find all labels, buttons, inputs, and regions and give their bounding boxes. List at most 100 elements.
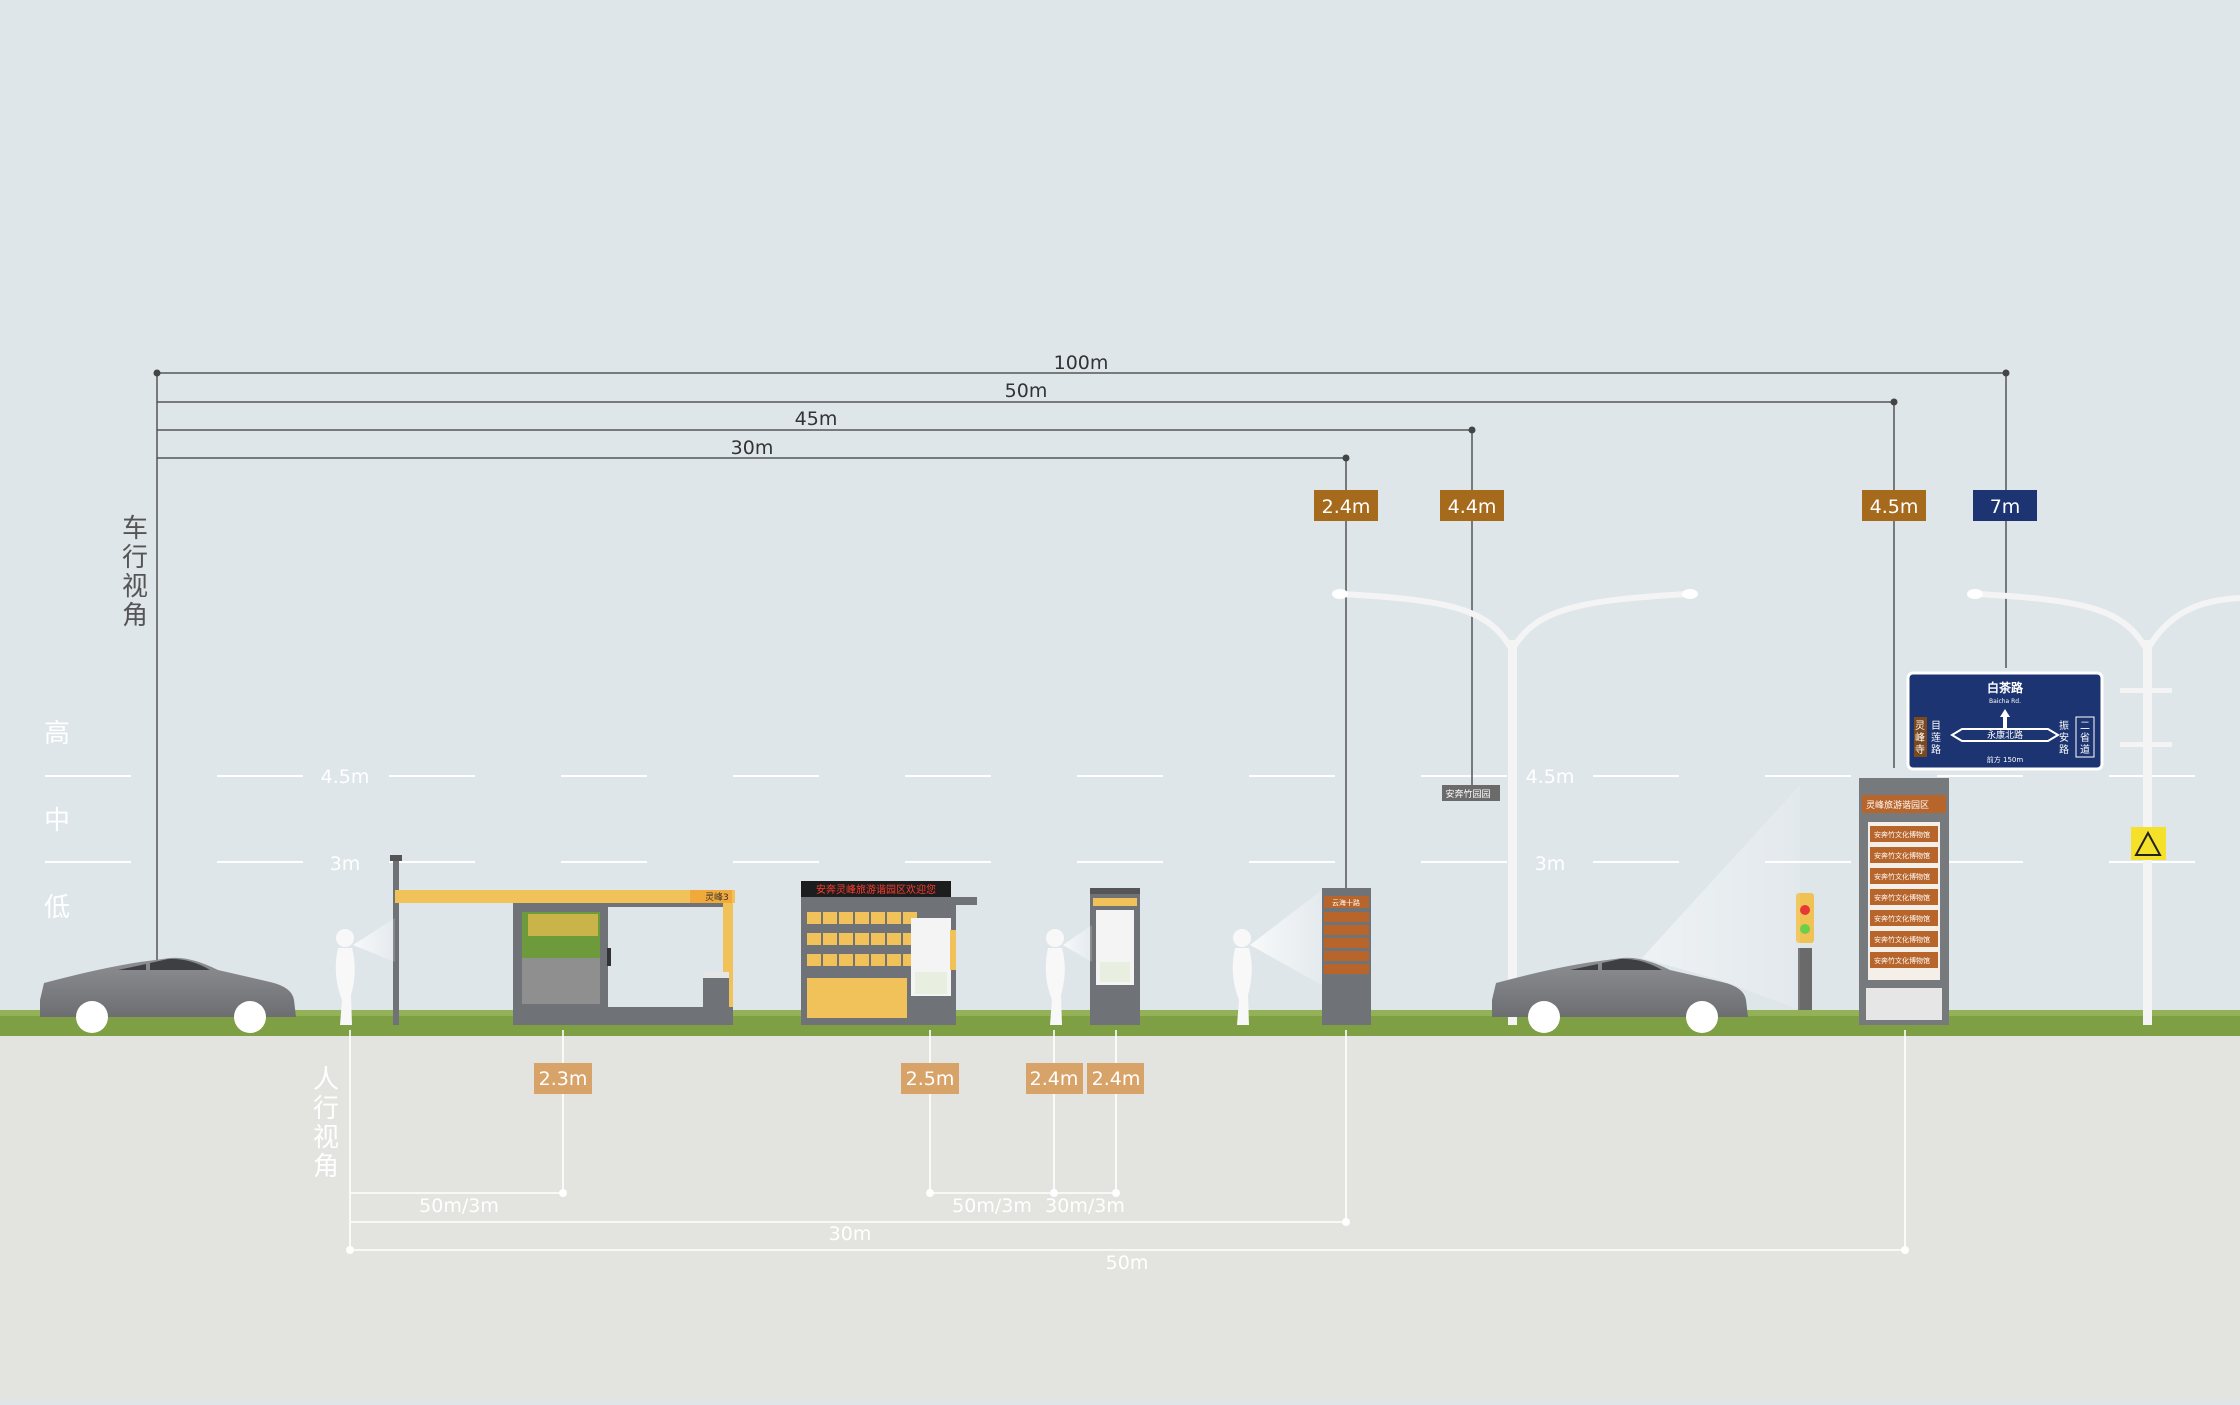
road-sign-right-1: 振 bbox=[2059, 719, 2069, 732]
road-sign-right2-2: 省 bbox=[2080, 731, 2090, 744]
wayfinding-item-3: 安奔竹文化博物馆 bbox=[1874, 872, 1930, 881]
ped-distance-2: 50m/3m bbox=[952, 1195, 1032, 1217]
pedestrian-2-view-cone bbox=[1063, 925, 1092, 962]
wayfinding-item-1: 安奔竹文化博物馆 bbox=[1874, 830, 1930, 839]
dim-label-100m: 100m bbox=[1054, 352, 1109, 374]
pedestrian-3-view-cone bbox=[1250, 890, 1322, 985]
pedestrian-view-char-1: 人 bbox=[313, 1065, 339, 1095]
zone-label-low: 低 bbox=[44, 893, 70, 923]
guide-label-4-5m-left: 4.5m bbox=[321, 766, 370, 788]
road-sign-right-2: 安 bbox=[2059, 731, 2069, 744]
vehicle-view-char-3: 视 bbox=[122, 572, 148, 602]
car-view-cone bbox=[1642, 785, 1800, 1010]
zone-label-high: 高 bbox=[44, 719, 70, 749]
pedestrian-view-label: 人 行 视 角 bbox=[313, 1065, 339, 1182]
height-tag-4-5m-text: 4.5m bbox=[1870, 496, 1919, 518]
height-tag-4-4m bbox=[1440, 490, 1504, 521]
traffic-light bbox=[1796, 893, 1814, 1010]
wayfinding-item-6: 安奔竹文化博物馆 bbox=[1874, 935, 1930, 944]
height-tag-4-4m-text: 4.4m bbox=[1448, 496, 1497, 518]
ped-height-tag-2-3m-text: 2.3m bbox=[539, 1068, 588, 1090]
ped-height-tag-2-4m-b bbox=[1087, 1063, 1144, 1094]
road-sign-left2-1: 目 bbox=[1931, 721, 1941, 732]
pole-sign-text: 安奔竹园园 bbox=[1445, 788, 1490, 800]
height-tag-2-4m bbox=[1314, 490, 1378, 521]
car-left bbox=[40, 957, 296, 1033]
road-sign-bottom: 前方 150m bbox=[1987, 755, 2024, 764]
guide-label-4-5m-right: 4.5m bbox=[1526, 766, 1575, 788]
road-sign-left-2: 峰 bbox=[1915, 732, 1925, 744]
street-lamp-left bbox=[1332, 589, 1698, 1025]
wayfinding-title: 灵峰旅游谐园区 bbox=[1866, 799, 1929, 811]
height-tag-7m-text: 7m bbox=[1990, 496, 2021, 518]
height-tag-7m bbox=[1973, 490, 2037, 521]
road-sign-left2-3: 路 bbox=[1931, 743, 1941, 756]
dim-label-30m: 30m bbox=[731, 437, 774, 459]
height-tag-2-4m-text: 2.4m bbox=[1322, 496, 1371, 518]
ped-height-tag-2-3m bbox=[534, 1063, 592, 1094]
ground-background bbox=[0, 1035, 2240, 1400]
info-board bbox=[1090, 888, 1140, 1025]
newsstand-kiosk: 安奔灵峰旅游谐园区欢迎您 bbox=[801, 881, 977, 1025]
vehicle-view-char-4: 角 bbox=[122, 601, 148, 631]
wayfinding-rows bbox=[1870, 826, 1938, 968]
ped-distance-1: 50m/3m bbox=[419, 1195, 499, 1217]
wayfinding-row-labels: 安奔竹文化博物馆 安奔竹文化博物馆 安奔竹文化博物馆 安奔竹文化博物馆 安奔竹文… bbox=[1874, 830, 1930, 965]
wayfinding-item-7: 安奔竹文化博物馆 bbox=[1874, 956, 1930, 965]
road-sign-left-3: 寺 bbox=[1915, 744, 1925, 756]
road-sign-left-1: 灵 bbox=[1915, 720, 1925, 732]
warning-sign bbox=[2131, 827, 2166, 860]
pedestrian-2 bbox=[1045, 925, 1092, 1025]
pedestrian-dimension-lines bbox=[349, 1030, 1906, 1251]
bus-shelter-label: 灵峰3 bbox=[705, 892, 729, 903]
wayfinding-item-4: 安奔竹文化博物馆 bbox=[1874, 893, 1930, 902]
guide-label-3m-left: 3m bbox=[330, 853, 361, 875]
kiosk-banner-text: 安奔灵峰旅游谐园区欢迎您 bbox=[816, 883, 936, 896]
small-pillar-sign: 云海十路 bbox=[1322, 888, 1371, 1025]
vehicle-view-char-1: 车 bbox=[122, 514, 148, 544]
road-sign-title-en: Baicha Rd. bbox=[1989, 698, 2021, 705]
double-arrow-icon bbox=[1950, 728, 2060, 742]
height-tag-4-5m bbox=[1862, 490, 1926, 521]
road-sign-title: 白茶路 bbox=[1987, 680, 2024, 695]
vehicle-dimension-lines bbox=[156, 372, 2007, 960]
pedestrian-view-char-4: 角 bbox=[313, 1152, 339, 1182]
dim-label-50m: 50m bbox=[1005, 380, 1048, 402]
pedestrian-1 bbox=[335, 918, 395, 1025]
pedestrian-dimension-dots bbox=[346, 1189, 1909, 1254]
road-sign-right2-1: 二 bbox=[2080, 721, 2090, 732]
vehicle-view-char-2: 行 bbox=[122, 543, 148, 573]
warning-triangle-icon bbox=[2134, 830, 2162, 856]
ped-distance-3: 30m/3m bbox=[1045, 1195, 1125, 1217]
ped-distance-5: 50m bbox=[1106, 1252, 1149, 1274]
vehicle-view-label: 车 行 视 角 bbox=[122, 514, 148, 631]
bus-shelter: 灵峰3 bbox=[390, 855, 735, 1025]
wayfinding-item-2: 安奔竹文化博物馆 bbox=[1874, 851, 1930, 860]
pedestrian-view-char-2: 行 bbox=[313, 1094, 339, 1124]
road-sign-right-3: 路 bbox=[2059, 743, 2069, 756]
ped-height-tag-2-4m-a-text: 2.4m bbox=[1030, 1068, 1079, 1090]
pedestrians bbox=[335, 890, 1322, 1025]
road-sign-center: 永康北路 bbox=[1987, 729, 2023, 741]
ped-height-tag-2-4m-a bbox=[1026, 1063, 1083, 1094]
blue-road-sign: 白茶路 Baicha Rd. 永康北路 灵 峰 寺 目 莲 路 振 安 路 二 … bbox=[1906, 671, 2104, 771]
ped-height-tag-2-4m-b-text: 2.4m bbox=[1092, 1068, 1141, 1090]
guide-label-3m-right: 3m bbox=[1535, 853, 1566, 875]
tall-wayfinding-sign: 灵峰旅游谐园区 安奔竹文化博物馆 安奔竹文化博物馆 安奔竹文化博物馆 安奔竹文化… bbox=[1859, 778, 1949, 1025]
ped-distance-4: 30m bbox=[829, 1223, 872, 1245]
car-right bbox=[1492, 785, 1800, 1033]
small-pillar-title: 云海十路 bbox=[1332, 898, 1360, 907]
pedestrian-1-view-cone bbox=[353, 918, 395, 962]
pole-direction-sign: 安奔竹园园 bbox=[1442, 785, 1500, 801]
arrow-up-icon bbox=[2000, 709, 2010, 728]
ped-height-tag-2-5m-text: 2.5m bbox=[906, 1068, 955, 1090]
road-sign-left2-2: 莲 bbox=[1931, 732, 1941, 744]
ped-height-tag-2-5m bbox=[901, 1063, 959, 1094]
pedestrian-view-char-3: 视 bbox=[313, 1123, 339, 1153]
wayfinding-item-5: 安奔竹文化博物馆 bbox=[1874, 914, 1930, 923]
vehicle-dimension-dots bbox=[153, 369, 2010, 462]
pedestrian-3 bbox=[1232, 890, 1322, 1025]
zone-label-mid: 中 bbox=[44, 806, 70, 836]
road-sign-right2-3: 道 bbox=[2080, 743, 2090, 756]
